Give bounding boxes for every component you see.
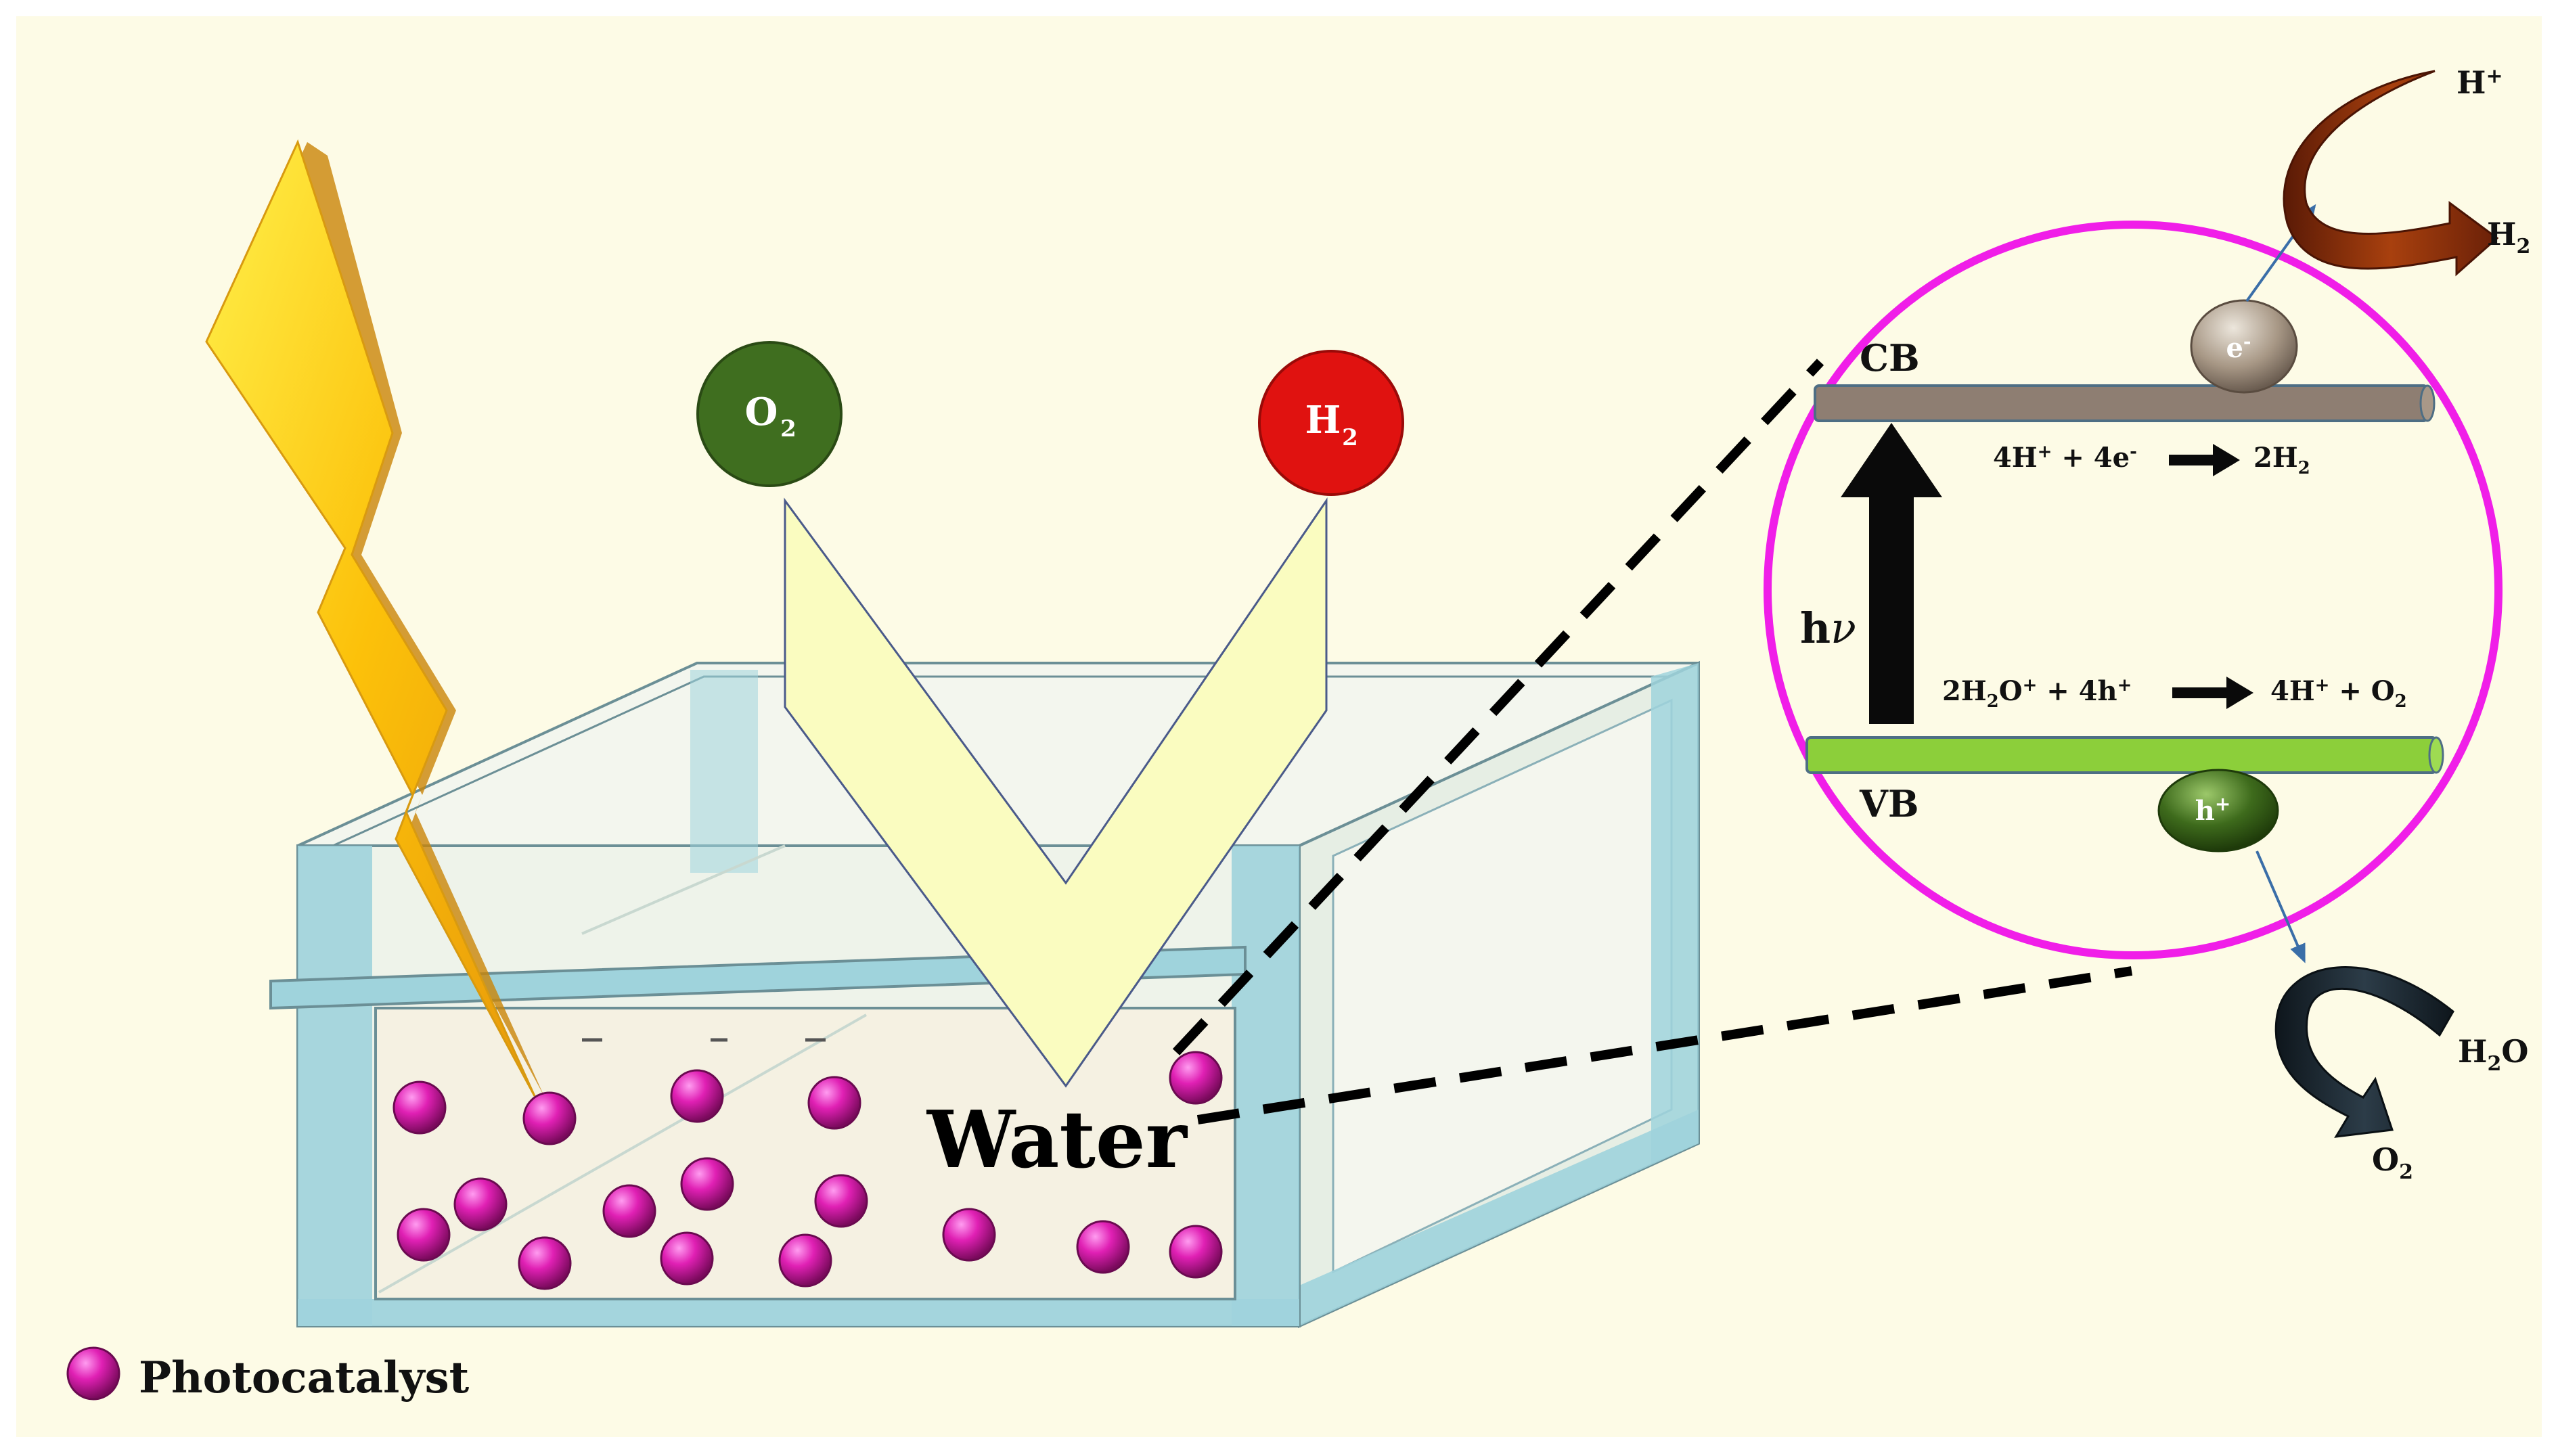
hv-label: hν <box>1800 604 1856 653</box>
conduction-band <box>1814 384 2429 422</box>
h2o-reactant-label: H2O <box>2458 1033 2528 1076</box>
svg-text:4H+ + O2: 4H+ + O2 <box>2270 675 2407 712</box>
o2-bubble: O 2 <box>696 341 843 487</box>
h2-product-label: H2 <box>2487 216 2530 258</box>
h-reduction-arrow <box>2283 70 2499 277</box>
svg-text:h+: h+ <box>2195 793 2231 827</box>
svg-text:4H+ + 4e-: 4H+ + 4e- <box>1993 442 2137 474</box>
zoom-line-lower <box>1196 966 2133 1124</box>
o2-bubble-subscript: 2 <box>780 415 796 442</box>
excitation-arrow <box>1841 423 1942 724</box>
valence-band <box>1805 736 2438 774</box>
water-oxidation-arrow <box>2274 966 2454 1138</box>
photocatalyst-particle <box>814 1174 868 1228</box>
legend-label: Photocatalyst <box>139 1352 470 1403</box>
legend: Photocatalyst <box>66 1346 470 1403</box>
photocatalyst-particle <box>807 1076 861 1130</box>
zoom-line-upper <box>1172 359 1824 1055</box>
photocatalyst-particles <box>392 1051 1223 1290</box>
photocatalyst-particle <box>680 1157 734 1211</box>
photocatalyst-particle <box>1169 1225 1223 1279</box>
o2-bubble-label: O <box>745 390 778 434</box>
photocatalyst-particle <box>522 1091 577 1145</box>
cb-label: CB <box>1860 336 1920 380</box>
photocatalyst-particle <box>602 1184 656 1238</box>
photocatalyst-particle <box>397 1208 451 1262</box>
svg-text:2H2O+ + 4h+: 2H2O+ + 4h+ <box>1942 675 2132 712</box>
photocatalyst-particle <box>518 1236 572 1290</box>
hole-transfer-arrow <box>2256 850 2306 963</box>
legend-photocatalyst-icon <box>66 1346 120 1401</box>
oxidation-equation: 2H2O+ + 4h+ 4H+ + O2 <box>1942 675 2407 712</box>
svg-text:e-: e- <box>2226 330 2251 364</box>
o2-product-label: O2 <box>2372 1141 2413 1184</box>
h2-bubble-label: H <box>1305 398 1341 442</box>
water-label: Water <box>926 1094 1188 1186</box>
svg-text:2H2: 2H2 <box>2253 442 2310 478</box>
photocatalyst-particle <box>942 1208 996 1262</box>
photocatalyst-particle <box>778 1233 832 1288</box>
h2-bubble-subscript: 2 <box>1342 424 1358 451</box>
photocatalyst-particle <box>453 1177 508 1231</box>
electron-particle: e- <box>2190 299 2298 394</box>
reduction-equation: 4H+ + 4e- 2H2 <box>1993 442 2310 478</box>
h-plus-label: H+ <box>2456 64 2503 101</box>
hole-particle: h+ <box>2157 769 2279 852</box>
photocatalyst-particle <box>1169 1051 1223 1105</box>
photocatalyst-particle <box>392 1080 447 1135</box>
photocatalyst-particle <box>670 1069 724 1123</box>
h2-bubble: H 2 <box>1258 350 1404 496</box>
vb-label: VB <box>1859 782 1919 825</box>
photocatalyst-particle <box>1076 1220 1130 1274</box>
lightning-bolt-icon <box>205 139 544 1097</box>
band-diagram: CB VB hν 4H+ + 4e- 2H2 2H2O+ + 4h+ 4H+ +… <box>1764 204 2503 963</box>
photocatalyst-particle <box>660 1231 714 1286</box>
v-reaction-arrow <box>784 497 1328 1088</box>
